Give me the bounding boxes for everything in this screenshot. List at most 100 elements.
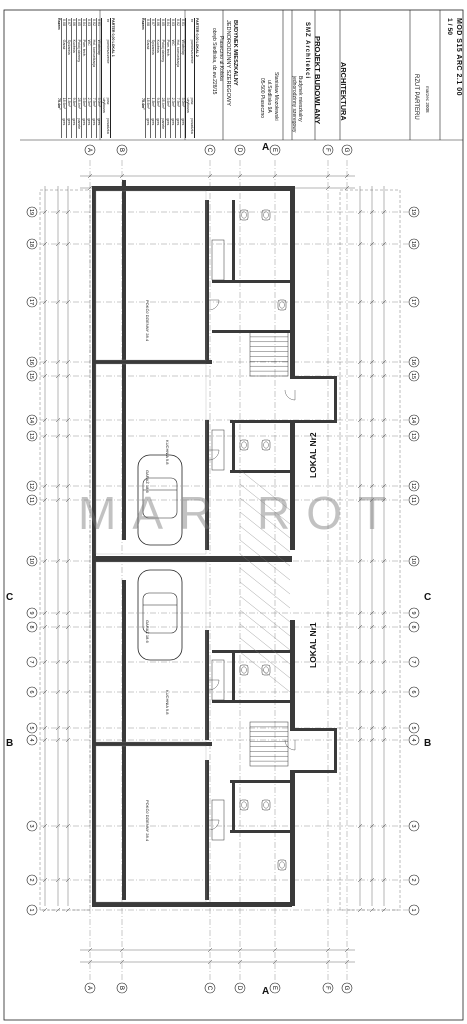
dimension-tick: [42, 659, 48, 665]
paving-hatch: [239, 497, 291, 539]
room-outline: [95, 745, 207, 903]
axis-bubble-17: [408, 296, 420, 308]
dimension-tick: [42, 417, 48, 423]
table-cell: 9.8m²: [156, 97, 160, 107]
axis-label-4: 4: [28, 738, 34, 741]
dimension-tick: [357, 737, 363, 743]
axis-label-7: 7: [28, 660, 34, 663]
axis-label-5: 5: [28, 726, 34, 729]
fixture-bowl: [263, 441, 269, 449]
dimension-tick: [357, 483, 363, 489]
dimension-tick: [119, 173, 125, 179]
axis-bubble-E: [269, 982, 281, 994]
dimension-tick: [55, 359, 61, 365]
wall: [230, 830, 290, 833]
dimension-tick: [65, 359, 71, 365]
dimension-tick: [65, 725, 71, 731]
table-cell: gres: [92, 118, 96, 126]
sanitary-fixture: [277, 299, 287, 311]
table-cell: 3.0m²: [181, 97, 185, 107]
axis-bubble-F: [322, 144, 334, 156]
fixture-bowl: [241, 441, 247, 449]
dimension-tick: [357, 823, 363, 829]
dimension-tick: [55, 624, 61, 630]
object-line: Budynek mieszkalny: [297, 76, 303, 122]
paving-hatch: [239, 609, 291, 651]
kitchen-counter: [211, 239, 225, 281]
axis-bubble-D: [234, 982, 246, 994]
dimension-tick: [42, 483, 48, 489]
dimension-tick: [357, 659, 363, 665]
header-cell: posadzka: [106, 118, 110, 134]
header-cell: pomieszczenie: [106, 39, 110, 64]
axis-label-2: 2: [410, 878, 416, 881]
room-outline: [95, 190, 207, 361]
dimension-tick: [272, 185, 278, 191]
axis-bubble-8: [408, 621, 420, 633]
table-cell: 2.3m²: [171, 97, 175, 107]
table-cell: 1.8m²: [67, 97, 71, 107]
header-cell: nr: [106, 19, 110, 23]
stair-flight: [249, 331, 289, 377]
axis-bubble-17: [26, 296, 38, 308]
axis-label-8: 8: [410, 625, 416, 628]
axis-label-13: 13: [410, 433, 416, 439]
dimension-tick: [42, 610, 48, 616]
total-label: Razem: [141, 18, 145, 30]
dimension-tick: [369, 299, 375, 305]
axis-bubble-3: [26, 820, 38, 832]
table-cell: 0.08: [146, 19, 150, 26]
dimension-tick: [42, 299, 48, 305]
axis-bubble-6: [408, 686, 420, 698]
dimension-tick: [344, 959, 350, 965]
axis-bubble-10: [26, 555, 38, 567]
wall: [212, 280, 292, 283]
header-cell: pomieszczenie: [190, 39, 194, 64]
dimension-tick: [381, 689, 387, 695]
axis-label-14: 14: [410, 417, 416, 423]
dimension-tick: [119, 185, 125, 191]
dimension-tick: [42, 433, 48, 439]
axis-label-18: 18: [410, 241, 416, 247]
axis-bubble-15: [26, 370, 38, 382]
dimension-tick: [369, 907, 375, 913]
paving-hatch: [239, 581, 291, 623]
dimension-tick: [65, 659, 71, 665]
dimension-tick: [87, 173, 93, 179]
dimension-tick: [55, 877, 61, 883]
table-cell: gres: [171, 118, 175, 126]
table-cell: Pom. tech.: [166, 39, 170, 57]
table-cell: gres: [62, 118, 66, 126]
car-body: [137, 454, 183, 546]
axis-label-7: 7: [410, 660, 416, 663]
wall: [290, 376, 336, 379]
dimension-tick: [381, 497, 387, 503]
axis-label-2: 2: [28, 878, 34, 881]
sanitary-fixture: [261, 209, 271, 221]
table-cell: gres: [82, 118, 86, 126]
dimension-tick: [325, 185, 331, 191]
dimension-tick: [55, 373, 61, 379]
table-cell: 0.03: [87, 19, 91, 26]
dimension-tick: [369, 241, 375, 247]
dimension-tick: [272, 173, 278, 179]
axis-bubble-5: [408, 722, 420, 734]
axis-bubble-16: [408, 356, 420, 368]
table-cell: 0.06: [72, 19, 76, 26]
dimension-tick: [381, 417, 387, 423]
scale-value: 1 / 50: [446, 18, 453, 36]
table-cell: Hol, komunikacja: [92, 39, 96, 68]
fixture-bowl: [279, 301, 285, 309]
dimension-tick: [87, 185, 93, 191]
axis-label-10: 10: [410, 558, 416, 564]
dimension-tick: [357, 497, 363, 503]
fixture-bowl: [241, 801, 247, 809]
total-value: 75.4m²: [57, 98, 61, 110]
